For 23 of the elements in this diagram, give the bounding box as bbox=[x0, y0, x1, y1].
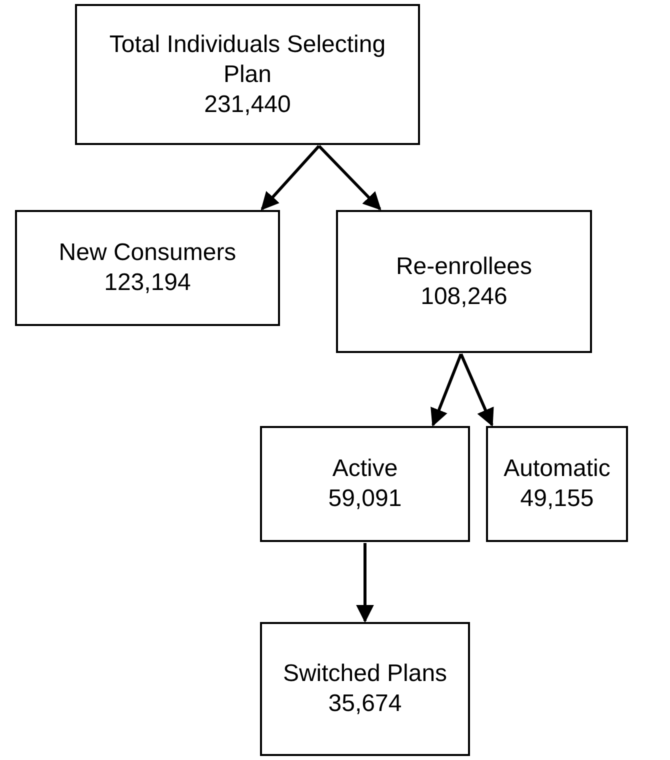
box-title: Active bbox=[332, 454, 398, 484]
box-value: 108,246 bbox=[420, 282, 508, 312]
box-title: Re-enrollees bbox=[396, 252, 532, 282]
box-value: 35,674 bbox=[328, 689, 402, 719]
process-box bbox=[260, 622, 470, 756]
arrow bbox=[460, 353, 494, 427]
arrow bbox=[356, 543, 374, 623]
box-title: New Consumers bbox=[58, 238, 236, 268]
box-title: Total Individuals Selecting Plan bbox=[108, 30, 387, 90]
arrow bbox=[430, 353, 462, 427]
box-value: 123,194 bbox=[104, 268, 191, 298]
arrow bbox=[260, 145, 320, 210]
box-title: Automatic bbox=[504, 454, 610, 484]
box-value: 59,091 bbox=[328, 484, 402, 514]
process-box bbox=[486, 426, 628, 542]
process-box bbox=[336, 210, 592, 353]
box-title: Switched Plans bbox=[282, 659, 448, 689]
process-box bbox=[75, 4, 420, 145]
process-box bbox=[15, 210, 280, 326]
arrow bbox=[318, 144, 382, 210]
process-box bbox=[260, 426, 470, 542]
box-value: 231,440 bbox=[204, 90, 291, 120]
box-value: 49,155 bbox=[520, 484, 594, 514]
